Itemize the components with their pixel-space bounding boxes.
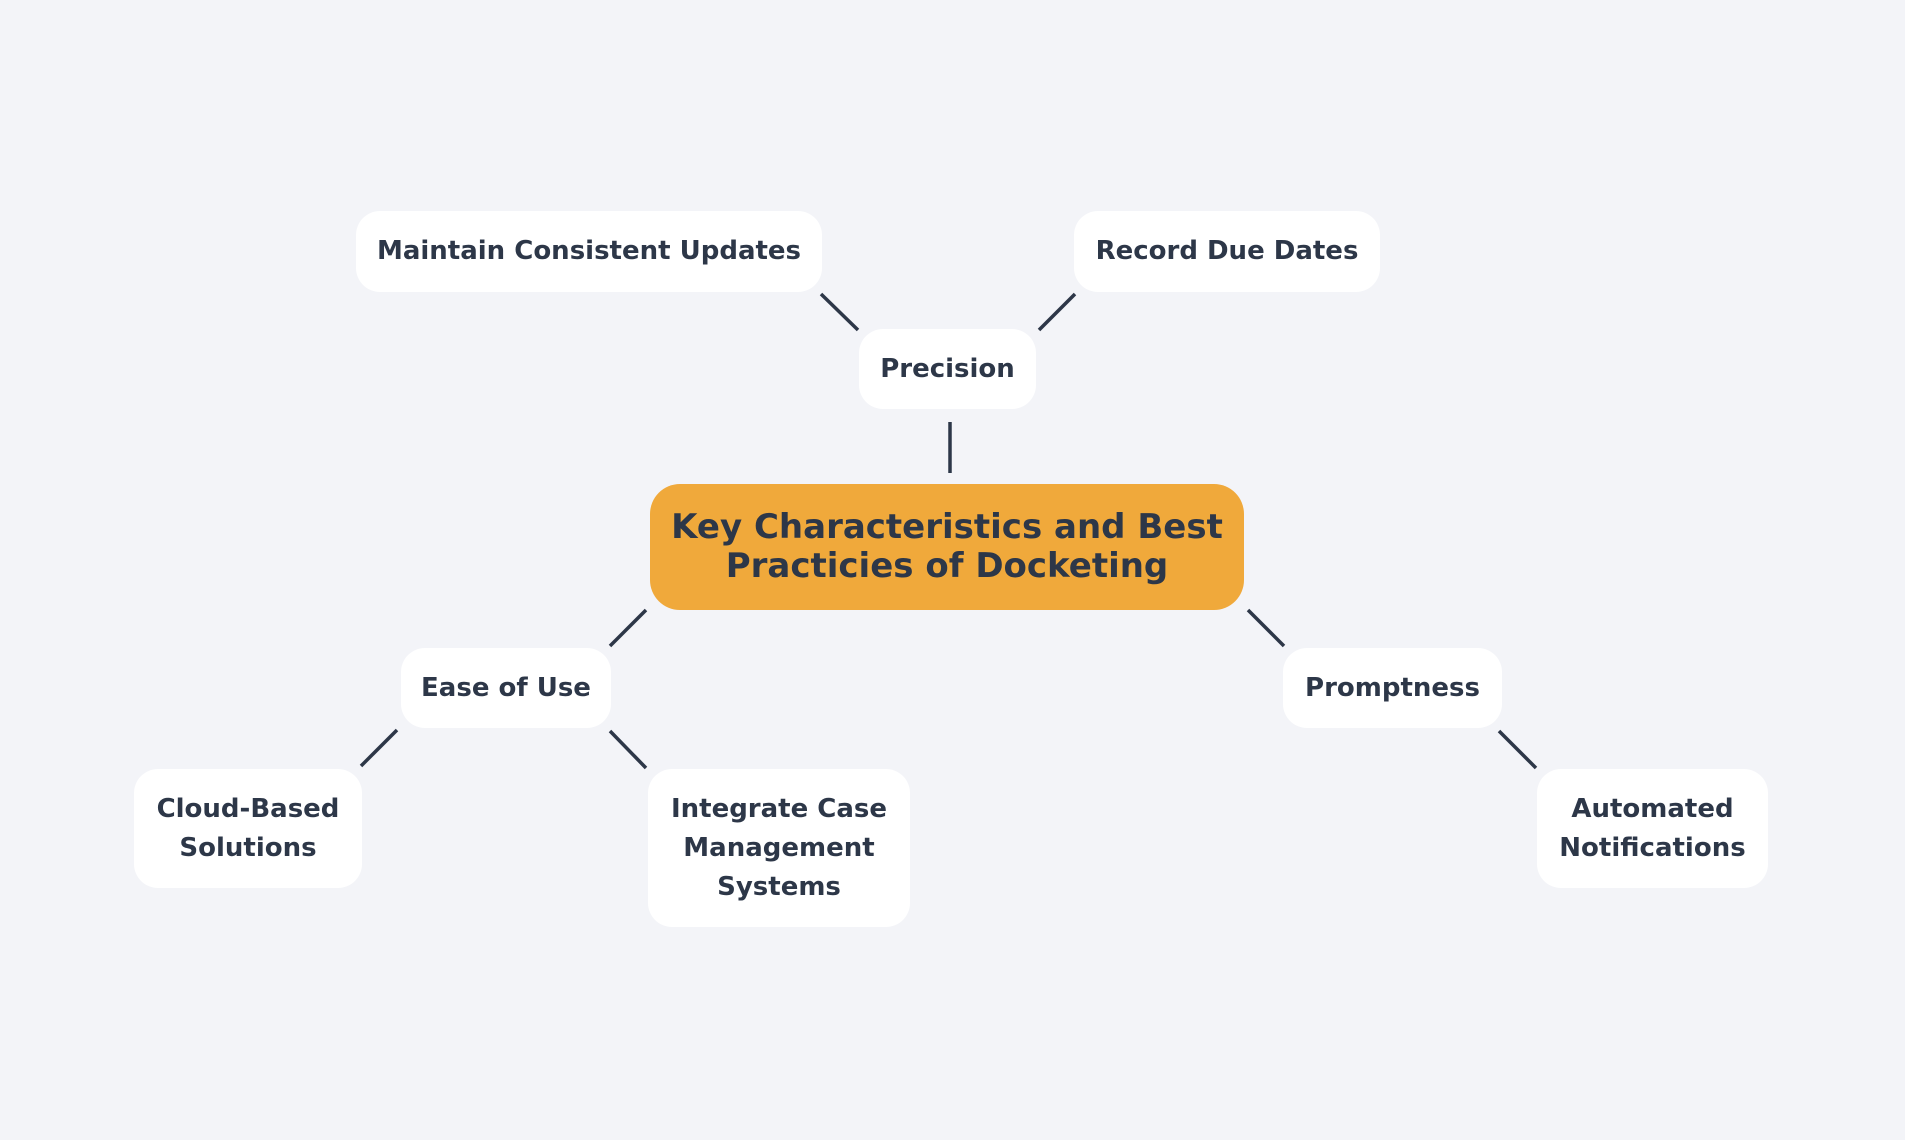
node-ease-of-use[interactable]: Ease of Use	[401, 648, 611, 728]
node-label: Integrate Case Management Systems	[670, 793, 888, 902]
edge-promptness-automated	[1497, 729, 1538, 770]
node-label: Promptness	[1305, 672, 1480, 703]
edge-ease-integrate	[608, 729, 648, 770]
node-record-due-dates[interactable]: Record Due Dates	[1074, 211, 1380, 292]
node-maintain-consistent-updates[interactable]: Maintain Consistent Updates	[356, 211, 822, 292]
node-automated-notifications[interactable]: Automated Notifications	[1537, 769, 1768, 888]
edge-maintain-precision	[819, 292, 860, 332]
node-label: Maintain Consistent Updates	[376, 236, 802, 266]
node-label: Automated Notifications	[1559, 793, 1746, 863]
node-promptness[interactable]: Promptness	[1283, 648, 1502, 728]
root-node[interactable]: Key Characteristics and Best Practicies …	[650, 484, 1244, 610]
edge-ease-cloud	[359, 728, 399, 768]
node-label: Ease of Use	[421, 672, 591, 703]
edge-record-precision	[1037, 292, 1077, 332]
edge-root-ease	[608, 608, 648, 648]
node-label: Cloud-Based Solutions	[156, 793, 340, 863]
root-label: Key Characteristics and Best Practicies …	[671, 507, 1223, 586]
node-cloud-based-solutions[interactable]: Cloud-Based Solutions	[134, 769, 362, 888]
edge-root-promptness	[1246, 608, 1286, 648]
node-precision[interactable]: Precision	[859, 329, 1036, 409]
node-integrate-case-management[interactable]: Integrate Case Management Systems	[648, 769, 910, 927]
node-label: Record Due Dates	[1095, 236, 1359, 266]
node-label: Precision	[880, 353, 1015, 384]
